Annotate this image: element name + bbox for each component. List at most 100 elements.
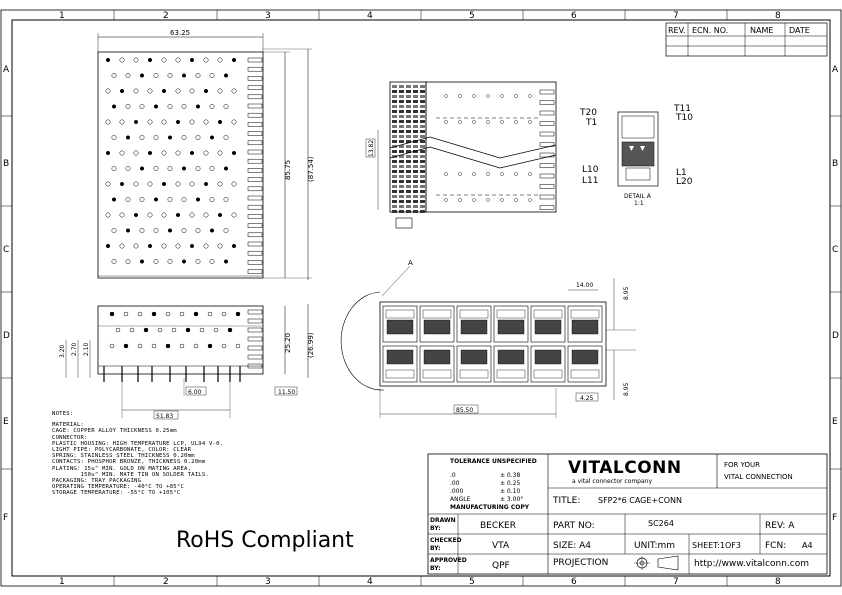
notes-heading: NOTES:	[52, 411, 74, 417]
notes-line-8: 150u" MIN. MATE TIN ON SOLDER TAILS.	[52, 471, 209, 478]
top-view-hole	[223, 135, 229, 140]
port-contact-block	[460, 319, 488, 335]
side-view-dot	[486, 172, 490, 176]
side-view-hatch-cell	[420, 95, 425, 98]
top-view-hole	[189, 212, 195, 218]
side-view-dot	[486, 120, 490, 124]
top-view-hole	[133, 212, 139, 218]
tol-val-3: ± 3.00°	[500, 496, 523, 503]
side-view-hatch-cell	[420, 130, 425, 133]
notes-line-6: CONTACTS: PHOSPHOR BRONZE, THICKNESS 0.2…	[52, 459, 206, 466]
top-view-hole	[133, 150, 139, 156]
top-view-tab	[247, 204, 263, 210]
side-view-hatch-cell	[420, 145, 425, 148]
drawn-value: BECKER	[480, 521, 516, 531]
border-col-bottom-label: 5	[469, 577, 475, 587]
border-row-left-label: C	[3, 245, 9, 255]
top-view-hole	[111, 73, 117, 78]
top-view-hole	[153, 135, 159, 140]
side-view-hatch-cell	[420, 155, 425, 158]
top-view-hole	[119, 243, 125, 249]
port-contact-block	[534, 349, 562, 365]
side-view-hatch-cell	[420, 140, 425, 143]
projection-label: PROJECTION	[553, 558, 608, 568]
side-view-hatch-cell	[420, 180, 425, 183]
side-view-hatch-cell	[413, 150, 418, 153]
port-cell	[567, 345, 603, 383]
front-view-hole	[179, 311, 185, 317]
top-view-hole	[161, 88, 167, 94]
top-view-hole	[147, 57, 153, 63]
top-view-hole	[105, 119, 111, 125]
side-view-hatch-cell	[406, 100, 411, 103]
side-view-dot	[528, 172, 532, 176]
top-view-hole	[111, 166, 117, 171]
drawn-label-by: BY:	[430, 525, 440, 532]
side-view-hatch-cell	[392, 125, 397, 128]
tol-val-1: ± 0.25	[500, 480, 520, 487]
top-view-tab	[247, 186, 263, 192]
top-view-hole	[167, 197, 173, 202]
top-view-hole	[119, 181, 125, 187]
side-view-hatch-cell	[413, 85, 418, 88]
part-value: SC264	[648, 519, 674, 528]
detail-a-view: T20 T1 T11 T10 L10 L11 L1 L20 DETAIL A 1…	[579, 104, 693, 207]
side-view-hatch-cell	[399, 90, 404, 93]
border-col-top-label: 8	[775, 11, 781, 21]
detail-scale: 1:1	[634, 200, 644, 207]
side-view-hatch-cell	[420, 90, 425, 93]
border-row-right-label: B	[832, 159, 838, 169]
dim-port-h2: 8.95	[623, 382, 630, 396]
fcn-label: FCN:	[765, 541, 786, 551]
top-view-hole	[133, 119, 139, 125]
side-view-hatch-cell	[399, 110, 404, 113]
side-view-hatch-cell	[413, 105, 418, 108]
top-view-hole	[217, 57, 223, 63]
front-view-hole	[137, 311, 143, 317]
top-view-tab	[247, 158, 263, 164]
top-view-tab	[247, 195, 263, 201]
dim-top-height-ref: (87.54)	[307, 156, 315, 182]
port-latch	[385, 369, 415, 379]
top-view-hole	[181, 135, 187, 140]
top-view-hole	[195, 73, 201, 78]
side-view-hatch-cell	[399, 150, 404, 153]
revision-table: REV. ECN. NO. NAME DATE	[665, 22, 828, 57]
side-view-hatch-cell	[392, 210, 397, 213]
manufacturing-copy: MANUFACTURING COPY	[450, 504, 530, 511]
top-view-hole	[105, 181, 111, 187]
top-view-hole	[181, 228, 187, 233]
front-view-hole	[199, 327, 205, 333]
side-view-hatch-cell	[413, 195, 418, 198]
border-col-bottom-label: 4	[367, 577, 373, 587]
side-view-hatch-cell	[399, 85, 404, 88]
side-view-tab	[539, 152, 555, 158]
top-view-tab	[247, 269, 263, 274]
side-view-hatch-cell	[399, 195, 404, 198]
side-view-hatch-cell	[392, 175, 397, 178]
top-view-hole	[223, 197, 229, 202]
side-view-hatch-cell	[406, 200, 411, 203]
detail-pin-t20: T20	[579, 108, 597, 118]
port-cell	[530, 345, 566, 383]
size-label: SIZE: A4	[553, 541, 591, 551]
name-header: NAME	[750, 26, 773, 35]
top-view-hole	[195, 135, 201, 140]
front-view-hole	[179, 343, 185, 349]
top-view-hole	[175, 119, 181, 125]
front-view-hole	[151, 311, 157, 317]
top-view-tab	[247, 122, 263, 127]
top-view-hole	[167, 135, 173, 140]
port-contact-block	[571, 319, 599, 335]
side-view-tab	[539, 194, 555, 200]
side-view-hatch-cell	[406, 105, 411, 108]
top-view-hole	[203, 88, 209, 94]
notes-line-0: MATERIAL:	[52, 422, 85, 429]
front-view-tab	[247, 318, 263, 324]
side-view-hatch-cell	[399, 205, 404, 208]
top-view-tab	[247, 85, 263, 90]
top-view-hole	[217, 119, 223, 125]
side-view-hatch-cell	[413, 185, 418, 188]
side-view-hatch-cell	[420, 100, 425, 103]
